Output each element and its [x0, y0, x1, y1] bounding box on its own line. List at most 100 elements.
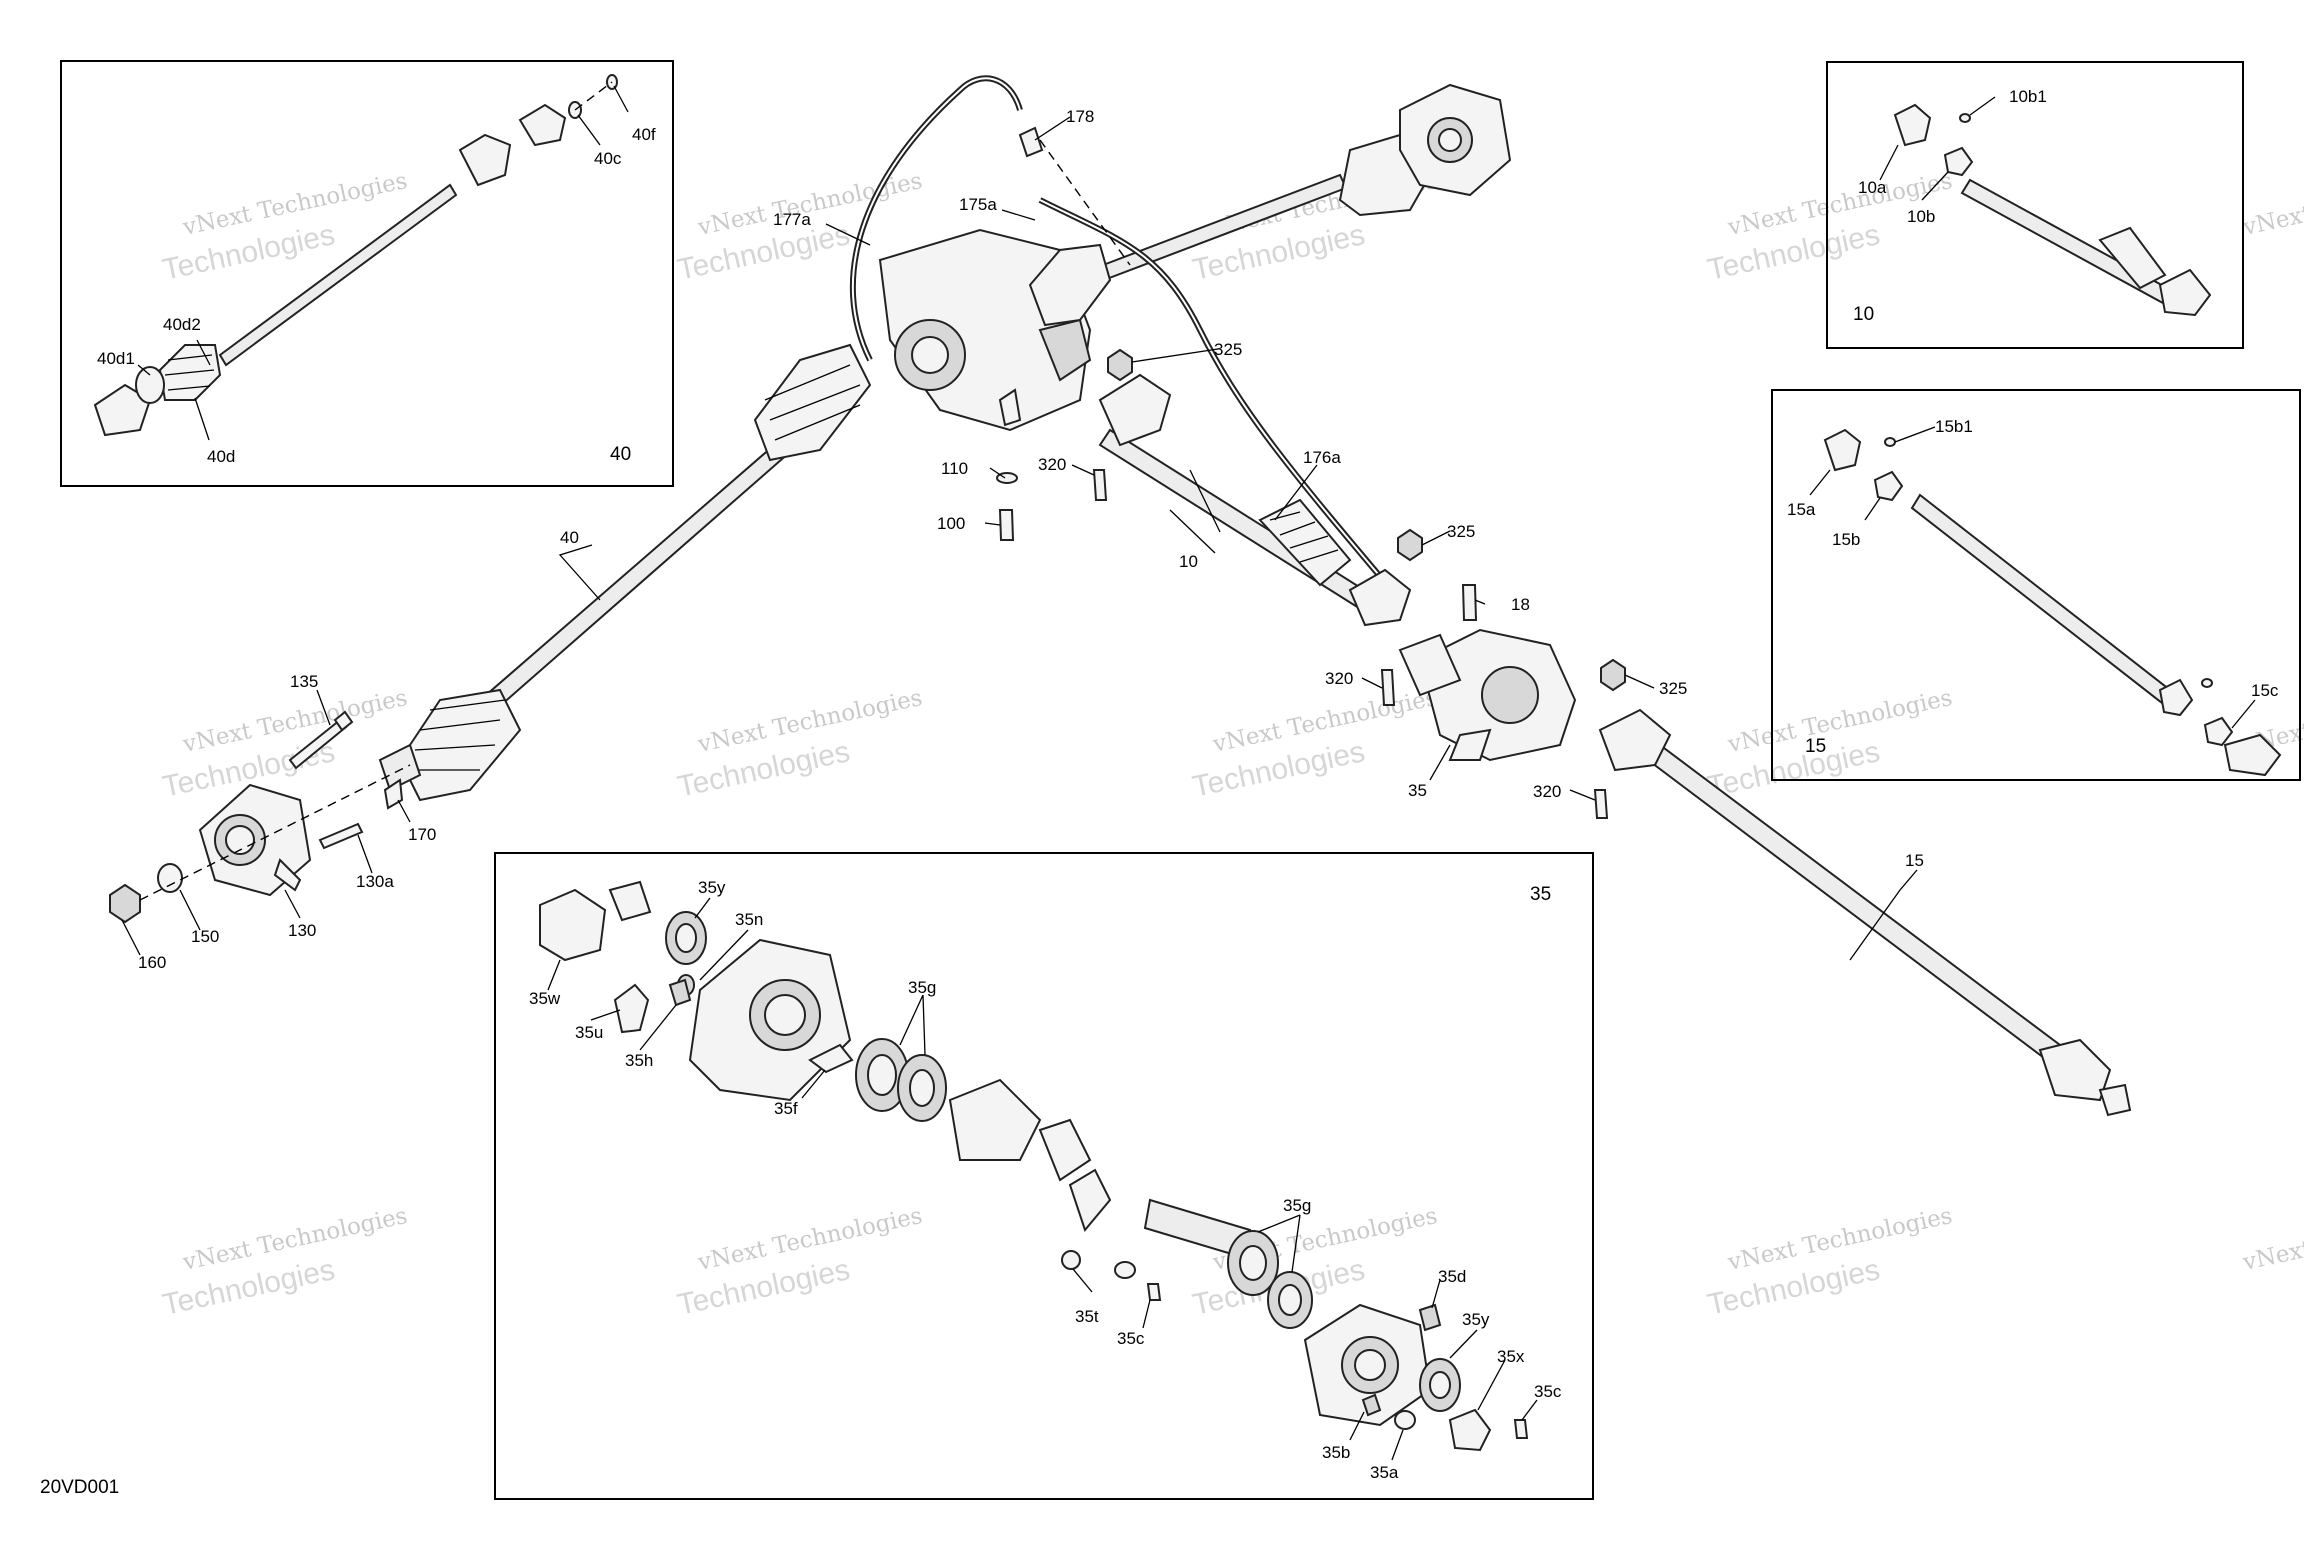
callout-15c: 15c	[2251, 681, 2279, 700]
callout-15: 15	[1905, 851, 1924, 870]
inset-frame-15	[1771, 389, 2301, 781]
cv-boot-right-inner	[1028, 243, 1112, 327]
cotter-pin-170	[383, 778, 404, 810]
nut-325-middle	[1397, 528, 1423, 562]
gear-hub	[948, 1078, 1042, 1161]
shift-fork	[1068, 1168, 1112, 1233]
inset-15-yoke-c	[2223, 733, 2282, 777]
callout-35c-right: 35c	[1534, 1382, 1562, 1401]
callout-130: 130	[288, 921, 316, 940]
callout-325-middle: 325	[1447, 522, 1475, 541]
callouts: 40f 40c 40d2 40d1 40d 178 177a 175a 325 …	[97, 87, 2279, 1482]
callout-18: 18	[1511, 595, 1530, 614]
plug-35d	[1418, 1303, 1442, 1332]
cap-35a	[1394, 1410, 1416, 1430]
callout-40d: 40d	[207, 447, 235, 466]
watermark: vNext Technologies	[2240, 168, 2304, 241]
callout-35x: 35x	[1497, 1347, 1525, 1366]
cv-boot-inner	[753, 343, 872, 462]
diagram-code: 20VD001	[40, 1477, 120, 1498]
fitting-178	[1018, 126, 1044, 158]
inset-15-cross-b	[1873, 470, 1904, 502]
callout-135: 135	[290, 672, 318, 691]
inset-40-outer-joint	[518, 103, 567, 147]
inset-10-boot	[2098, 226, 2167, 290]
u-joint-front	[1098, 373, 1172, 447]
inset-label-10: 10	[1853, 304, 1874, 325]
callout-35y-rear: 35y	[1462, 1310, 1490, 1329]
callout-35w: 35w	[529, 989, 561, 1008]
callout-110: 110	[941, 459, 968, 478]
callout-40c: 40c	[594, 149, 622, 168]
callout-10b: 10b	[1907, 207, 1935, 226]
watermark: vNext Technologies	[2240, 1203, 2304, 1276]
callout-325-lower: 325	[1659, 679, 1687, 698]
inset-label-15: 15	[1805, 736, 1826, 757]
inset-40-boot-outer	[458, 133, 512, 187]
stud-130a	[318, 822, 364, 850]
yoke-15-end	[2098, 1083, 2132, 1117]
spring-35h	[668, 978, 692, 1007]
driveshaft-15	[1626, 728, 2082, 1078]
bracket-35u	[613, 983, 650, 1034]
inset-15-yoke-a	[1823, 428, 1862, 472]
callout-130a: 130a	[356, 872, 394, 891]
plug-35b	[1361, 1393, 1382, 1417]
leader-lines	[121, 85, 2256, 1461]
inset-15-cross-c	[2203, 716, 2234, 747]
washer-150	[157, 863, 183, 893]
callout-40: 40	[560, 528, 579, 547]
callout-35t: 35t	[1075, 1307, 1099, 1326]
pin-35f	[808, 1043, 854, 1074]
callout-170: 170	[408, 825, 436, 844]
castle-nut-160	[109, 883, 141, 924]
u-joint-rear	[1348, 568, 1412, 627]
callout-40d1: 40d1	[97, 349, 135, 368]
inset-label-40: 40	[610, 444, 631, 465]
bolt-320-upper	[1092, 469, 1108, 501]
callout-100: 100	[937, 514, 965, 533]
inset-10-shaft	[1960, 178, 2182, 310]
screw-35c-b	[1513, 1419, 1529, 1439]
callout-325-upper: 325	[1214, 340, 1242, 359]
inset-15-clip-b1	[1884, 437, 1896, 447]
callout-320-middle: 320	[1325, 669, 1353, 688]
callout-15b1: 15b1	[1935, 417, 1973, 436]
inset-10-yoke-end	[2158, 268, 2212, 317]
bolt-head-135	[333, 710, 354, 732]
callout-320-upper: 320	[1038, 455, 1066, 474]
inset-frame-40	[60, 60, 674, 487]
callout-10: 10	[1179, 552, 1198, 571]
callout-40f: 40f	[632, 125, 656, 144]
spline-stub	[378, 743, 422, 792]
inset-40-shaft	[218, 183, 458, 367]
callout-35c-left: 35c	[1117, 1329, 1145, 1348]
callout-35h: 35h	[625, 1051, 653, 1070]
bolt-320-middle	[1380, 669, 1396, 706]
inset-10-cross-b	[1943, 146, 1974, 177]
nut-325-upper	[1107, 348, 1133, 382]
inset-40-clamp	[135, 366, 165, 404]
inset-frame-10	[1826, 61, 2244, 349]
inset-10-yoke-a	[1893, 103, 1932, 147]
inset-10-clip-b1	[1959, 113, 1971, 123]
callout-15b: 15b	[1832, 530, 1860, 549]
inset-40-parts	[93, 74, 618, 437]
callout-177a: 177a	[773, 210, 811, 229]
callout-35: 35	[1408, 781, 1427, 800]
driveshaft-boot-10	[1258, 498, 1352, 587]
cv-boot-outer	[398, 688, 522, 802]
callout-35u: 35u	[575, 1023, 603, 1042]
callout-160: 160	[138, 953, 166, 972]
washer-35t	[1114, 1261, 1136, 1279]
bolt-18	[1461, 584, 1478, 621]
connector-35w	[608, 880, 652, 922]
wheel-hub-right	[1399, 83, 1512, 197]
inset-40-joint	[93, 383, 152, 437]
inset-15-shaft	[1910, 493, 2172, 705]
nut-325-lower	[1600, 658, 1626, 692]
callout-35g-lower: 35g	[1283, 1196, 1311, 1215]
callout-35b: 35b	[1322, 1443, 1350, 1462]
